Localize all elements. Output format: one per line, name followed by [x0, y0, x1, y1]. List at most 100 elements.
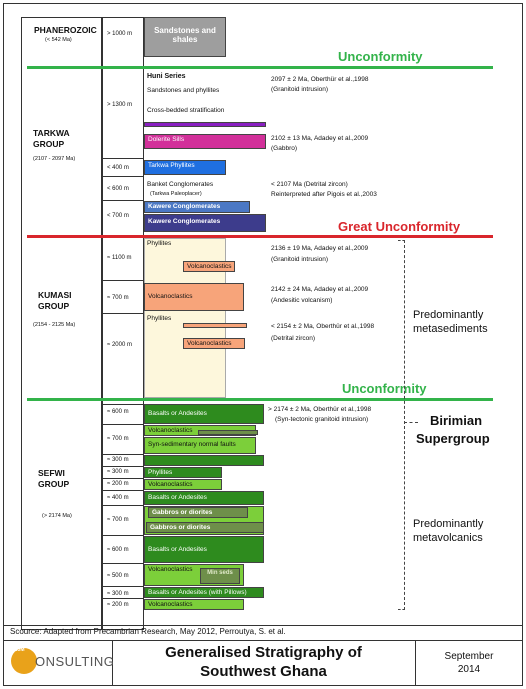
banket-thickness: < 600 m — [107, 186, 129, 192]
phanerozoic-age: (< 542 Ma) — [45, 37, 72, 43]
sefwi-divider-1 — [102, 424, 144, 425]
sefwi-phyllites: Phyllites — [144, 467, 222, 478]
unconformity-line-1 — [27, 66, 493, 69]
logo-circle — [11, 648, 37, 674]
metavolcanics-label-line2: metavolcanics — [413, 532, 483, 544]
huni-line-2: Cross-bedded stratification — [147, 107, 225, 114]
sefwi-thickness-2: ≈ 700 m — [107, 436, 129, 442]
great-unconformity-label: Great Unconformity — [338, 219, 461, 234]
group-column — [21, 17, 102, 630]
birimian-label-line1: Birimian — [430, 413, 483, 428]
kumasi-phyllites-2: Phyllites — [147, 315, 172, 322]
sefwi-thickness-8: ≈ 600 m — [107, 547, 129, 553]
phanerozoic-label: PHANEROZOIC — [34, 25, 97, 35]
sefwi-volcanoclastics-2: Volcanoclastics — [144, 479, 222, 490]
tarkwa-annotation-2-line2: (Gabbro) — [271, 145, 298, 152]
bracket-top-tick — [398, 240, 405, 241]
kumasi-annotation-1-line2: (Granitoid intrusion) — [271, 256, 329, 263]
tarkwa-phyllites-unit: Tarkwa Phyllites — [144, 160, 226, 175]
sefwi-thickness-6: ≈ 400 m — [107, 495, 129, 501]
footer-divider — [3, 640, 523, 641]
sefwi-divider-0 — [102, 404, 144, 405]
tarkwa-label: TARKWA GROUP — [33, 128, 70, 150]
kumasi-divider-2 — [102, 313, 144, 314]
footer-title-line1: Generalised Stratigraphy of — [165, 644, 362, 661]
sefwi-dark-band — [198, 430, 258, 435]
kumasi-annotation-3-line2: (Detrital zircon) — [271, 335, 316, 342]
sefwi-annotation-line2: (Syn-tectonic granitoid intrusion) — [275, 416, 369, 423]
sefwi-basalts-3: Basalts or Andesites — [144, 536, 264, 563]
footer-sep-2 — [415, 640, 416, 686]
bracket-dashed-line — [404, 240, 405, 610]
tarkwa-divider-3 — [102, 200, 144, 201]
tarkwa-divider-1 — [102, 158, 144, 159]
sefwi-label: SEFWI GROUP — [38, 468, 70, 490]
huni-line-1: Sandstones and phyllites — [147, 87, 220, 94]
kumasi-thickness-1: ≈ 1100 m — [107, 255, 132, 261]
metasediments-label-line2: metasediments — [413, 323, 488, 335]
sefwi-gabbros-2: Gabbros or diorites — [146, 522, 264, 533]
sefwi-thickness-11: ≈ 200 m — [107, 602, 129, 608]
kumasi-annotation-2-line1: 2142 ± 24 Ma, Adadey et al.,2009 — [271, 286, 369, 293]
figure-frame — [3, 3, 523, 686]
banket-unit: Banket Conglomerates — [147, 181, 214, 188]
great-unconformity-line — [27, 235, 493, 238]
huni-title: Huni Series — [147, 73, 186, 80]
sefwi-divider-7 — [102, 535, 144, 536]
kumasi-annotation-2-line2: (Andesitic volcanism) — [271, 297, 333, 304]
sefwi-divider-8 — [102, 563, 144, 564]
kawere-unit-1: Kawere Conglomerates — [144, 201, 250, 213]
kumasi-annotation-3-line1: < 2154 ± 2 Ma, Oberthür et al.,1998 — [271, 323, 375, 330]
sefwi-divider-9 — [102, 586, 144, 587]
sefwi-thickness-4: ≈ 300 m — [107, 469, 129, 475]
kumasi-label: KUMASI GROUP — [38, 290, 72, 312]
bracket-middle-tick — [404, 422, 418, 423]
bracket-bottom-tick — [398, 609, 405, 610]
tarkwa-age: (2107 - 2097 Ma) — [33, 156, 76, 162]
sefwi-divider-4 — [102, 478, 144, 479]
sefwi-thickness-7: ≈ 700 m — [107, 517, 129, 523]
kumasi-annotation-1-line1: 2136 ± 19 Ma, Adadey et al.,2009 — [271, 245, 369, 252]
footer-date-line1: September — [444, 651, 494, 662]
tarkwa-annotation-3-line1: < 2107 Ma (Detrital zircon) — [271, 181, 348, 188]
phanerozoic-thickness: > 1000 m — [107, 31, 133, 37]
sefwi-divider-2 — [102, 454, 144, 455]
sefwi-thickness-9: ≈ 500 m — [107, 573, 129, 579]
sefwi-age: (> 2174 Ma) — [42, 513, 72, 519]
footer-date-line2: 2014 — [457, 664, 481, 675]
kumasi-thin-volcanic-band — [183, 323, 247, 328]
kumasi-volcanoclastics-3: Volcanoclastics — [183, 338, 245, 349]
logo-letter: C — [13, 647, 33, 677]
logo-small-text: CJM — [14, 647, 25, 653]
kumasi-divider-1 — [102, 280, 144, 281]
footer-sep-1 — [112, 640, 113, 686]
sefwi-gabbros-1: Gabbros or diorites — [148, 507, 248, 518]
sefwi-basalts-4-pillows: Basalts or Andesites (with Pillows) — [144, 587, 264, 598]
source-text: Scource: Adapted from Precambrian Resear… — [10, 627, 286, 636]
sefwi-synsed-faults: Syn-sedimentary normal faults — [144, 437, 256, 454]
birimian-label-line2: Supergroup — [416, 431, 490, 446]
thickness-column — [102, 17, 144, 630]
source-divider — [3, 625, 523, 626]
tarkwa-annotation-1-line1: 2097 ± 2 Ma, Oberthür et al.,1998 — [271, 76, 369, 83]
tarkwa-annotation-1-line2: (Granitoid intrusion) — [271, 86, 329, 93]
sefwi-volcanoclastics-4: Volcanoclastics — [144, 599, 244, 610]
kumasi-thickness-2: ≈ 700 m — [107, 295, 129, 301]
sefwi-thickness-3: ≈ 300 m — [107, 457, 129, 463]
sefwi-basalts-2: Basalts or Andesites — [144, 491, 264, 505]
banket-sub: (Tarkwa Paleoplacer) — [150, 191, 202, 197]
kumasi-volcanoclastics-1: Volcanoclastics — [183, 261, 235, 272]
tarkwa-annotation-3-line2: Reinterpreted after Pigois et al.,2003 — [271, 191, 377, 198]
kumasi-thickness-3: ≈ 2000 m — [107, 342, 132, 348]
purple-sill — [144, 122, 266, 127]
kumasi-phyllites-1: Phyllites — [147, 240, 172, 247]
sefwi-divider-6 — [102, 505, 144, 506]
unconformity-label-2: Unconformity — [342, 381, 427, 396]
kumasi-age: (2154 - 2125 Ma) — [33, 322, 76, 328]
metavolcanics-label-line1: Predominantly — [413, 518, 484, 530]
sefwi-thickness-5: ≈ 200 m — [107, 481, 129, 487]
sefwi-thickness-10: ≈ 300 m — [107, 591, 129, 597]
sefwi-divider-5 — [102, 490, 144, 491]
sefwi-divider-10 — [102, 598, 144, 599]
sefwi-basalts-1: Basalts or Andesites — [144, 404, 264, 424]
